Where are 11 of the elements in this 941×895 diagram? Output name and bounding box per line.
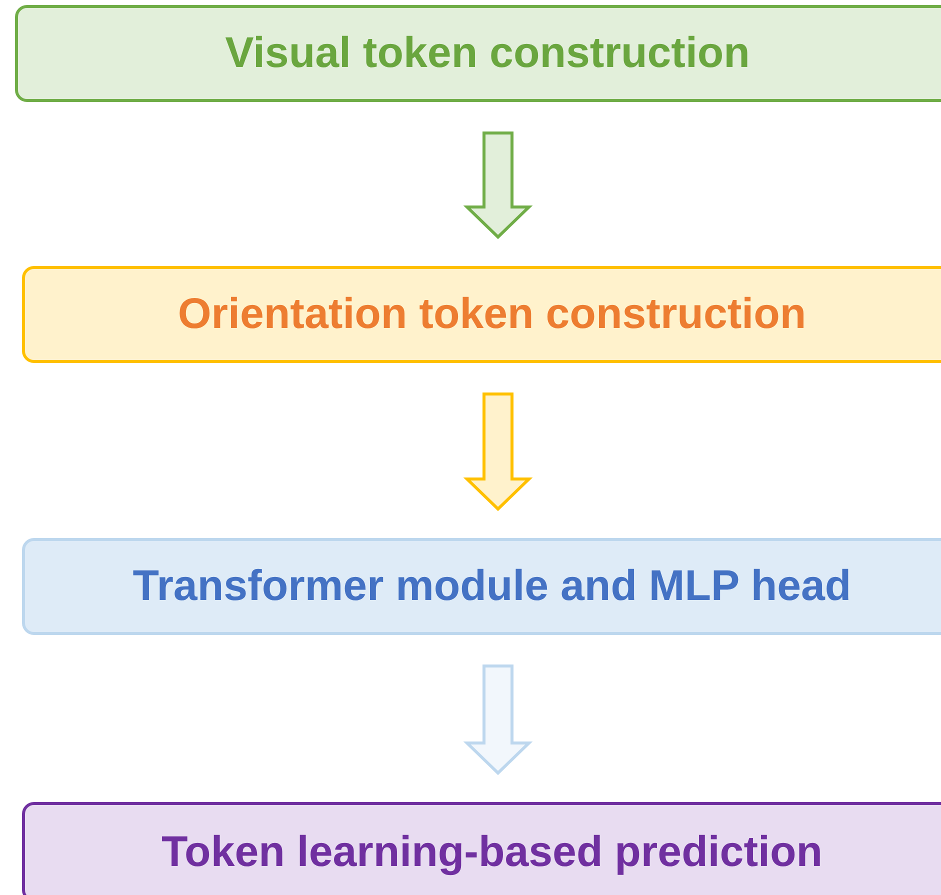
process-box <box>22 538 941 635</box>
block-arrow <box>463 392 533 512</box>
block-arrow <box>463 132 533 240</box>
process-box <box>22 802 941 895</box>
process-box <box>15 5 941 102</box>
box-label: Transformer module and MLP head <box>132 562 852 611</box>
box-label: Token learning-based prediction <box>161 828 823 876</box>
box-label: Visual token construction <box>225 29 750 78</box>
block-arrow <box>463 664 533 776</box>
process-box <box>22 266 941 363</box>
box-label: Orientation token construction <box>178 290 806 339</box>
